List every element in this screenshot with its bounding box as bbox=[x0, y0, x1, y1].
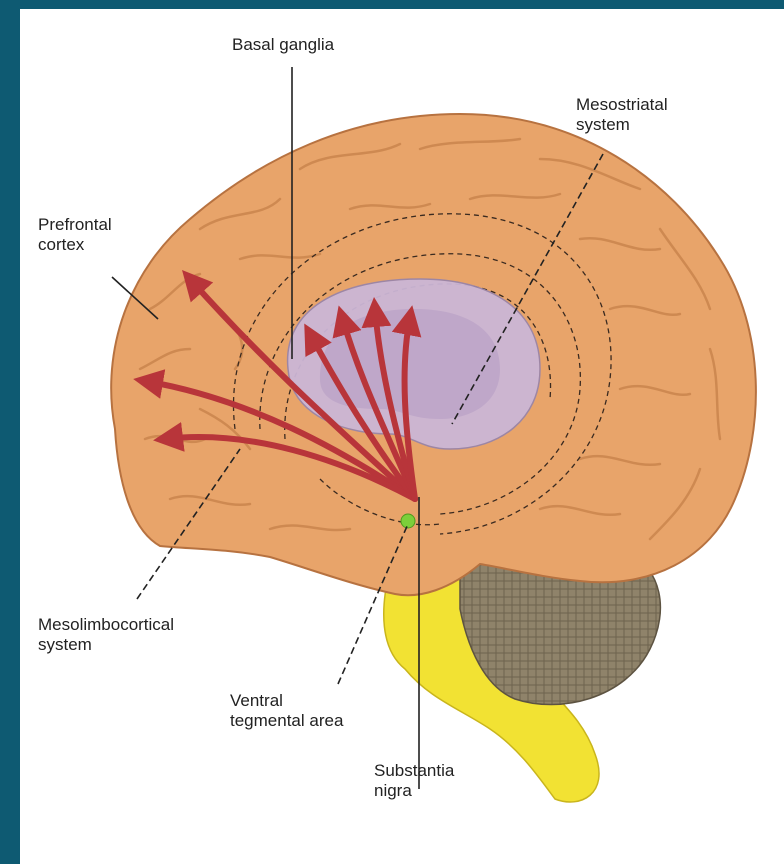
label-mesostriatal-system: Mesostriatal system bbox=[576, 95, 668, 135]
label-mesolimbocortical-system: Mesolimbocortical system bbox=[38, 615, 174, 655]
label-substantia-nigra: Substantia nigra bbox=[374, 761, 454, 801]
brain-dopamine-diagram bbox=[20, 9, 784, 864]
diagram-panel: Basal ganglia Mesostriatal system Prefro… bbox=[20, 9, 784, 864]
label-prefrontal-cortex: Prefrontal cortex bbox=[38, 215, 112, 255]
label-ventral-tegmental-area: Ventral tegmental area bbox=[230, 691, 343, 731]
label-basal-ganglia: Basal ganglia bbox=[232, 35, 334, 55]
ventral-tegmental-dot bbox=[401, 514, 415, 528]
